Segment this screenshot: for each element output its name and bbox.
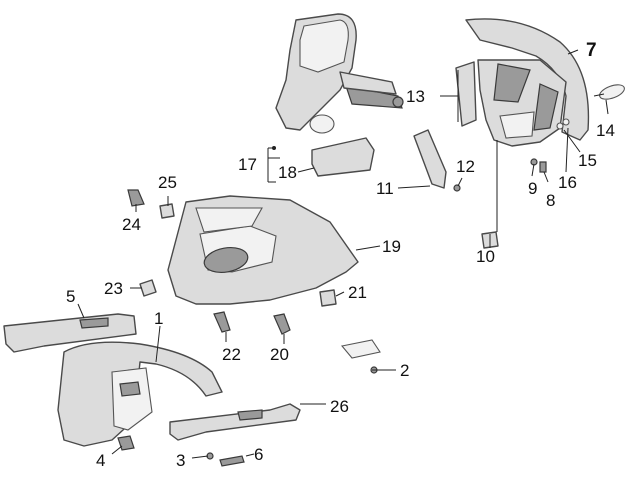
callout-4: 4	[96, 451, 105, 470]
callout-labels: 1 2 3 4 5 6 7 8 9 10 11 12 13 14 15 16 1…	[66, 40, 615, 470]
rear-mudguard-part	[465, 18, 590, 147]
callout-24: 24	[122, 215, 141, 234]
callout-10: 10	[476, 247, 495, 266]
fasteners-left-part	[127, 189, 175, 219]
callout-18: 18	[278, 163, 297, 182]
mudguard-bracket-part	[455, 61, 477, 127]
callout-26: 26	[330, 397, 349, 416]
callout-12: 12	[456, 157, 475, 176]
fasteners-right-part	[530, 118, 570, 173]
callout-2: 2	[400, 361, 409, 380]
fasteners-mid-part	[139, 279, 381, 374]
right-strip-bracket-part	[169, 403, 301, 441]
callout-9: 9	[528, 179, 537, 198]
callout-20: 20	[270, 345, 289, 364]
marker-dot	[272, 146, 276, 150]
callout-23: 23	[104, 279, 123, 298]
side-bracket-part	[413, 129, 447, 189]
leader-lines	[77, 49, 609, 459]
front-mudguard-part	[57, 341, 223, 447]
left-strip-bracket-part	[3, 313, 137, 353]
callout-14: 14	[596, 121, 615, 140]
callout-13: 13	[406, 87, 425, 106]
callout-16: 16	[558, 173, 577, 192]
callout-3: 3	[176, 451, 185, 470]
callout-22: 22	[222, 345, 241, 364]
callout-8: 8	[546, 191, 555, 210]
callout-21: 21	[348, 283, 367, 302]
callout-19: 19	[382, 237, 401, 256]
callout-15: 15	[578, 151, 597, 170]
bolt-12-part	[453, 184, 461, 192]
callout-11: 11	[376, 179, 394, 198]
callout-6: 6	[254, 445, 263, 464]
trim-strip-part	[311, 137, 375, 177]
callout-1: 1	[154, 309, 163, 328]
callout-5: 5	[66, 287, 75, 306]
callout-17: 17	[238, 155, 257, 174]
handlebar-cover-part	[275, 13, 404, 134]
callout-25: 25	[158, 173, 177, 192]
reflector-part	[593, 84, 625, 100]
leg-shield-part	[167, 195, 359, 305]
callout-7: 7	[586, 40, 597, 61]
